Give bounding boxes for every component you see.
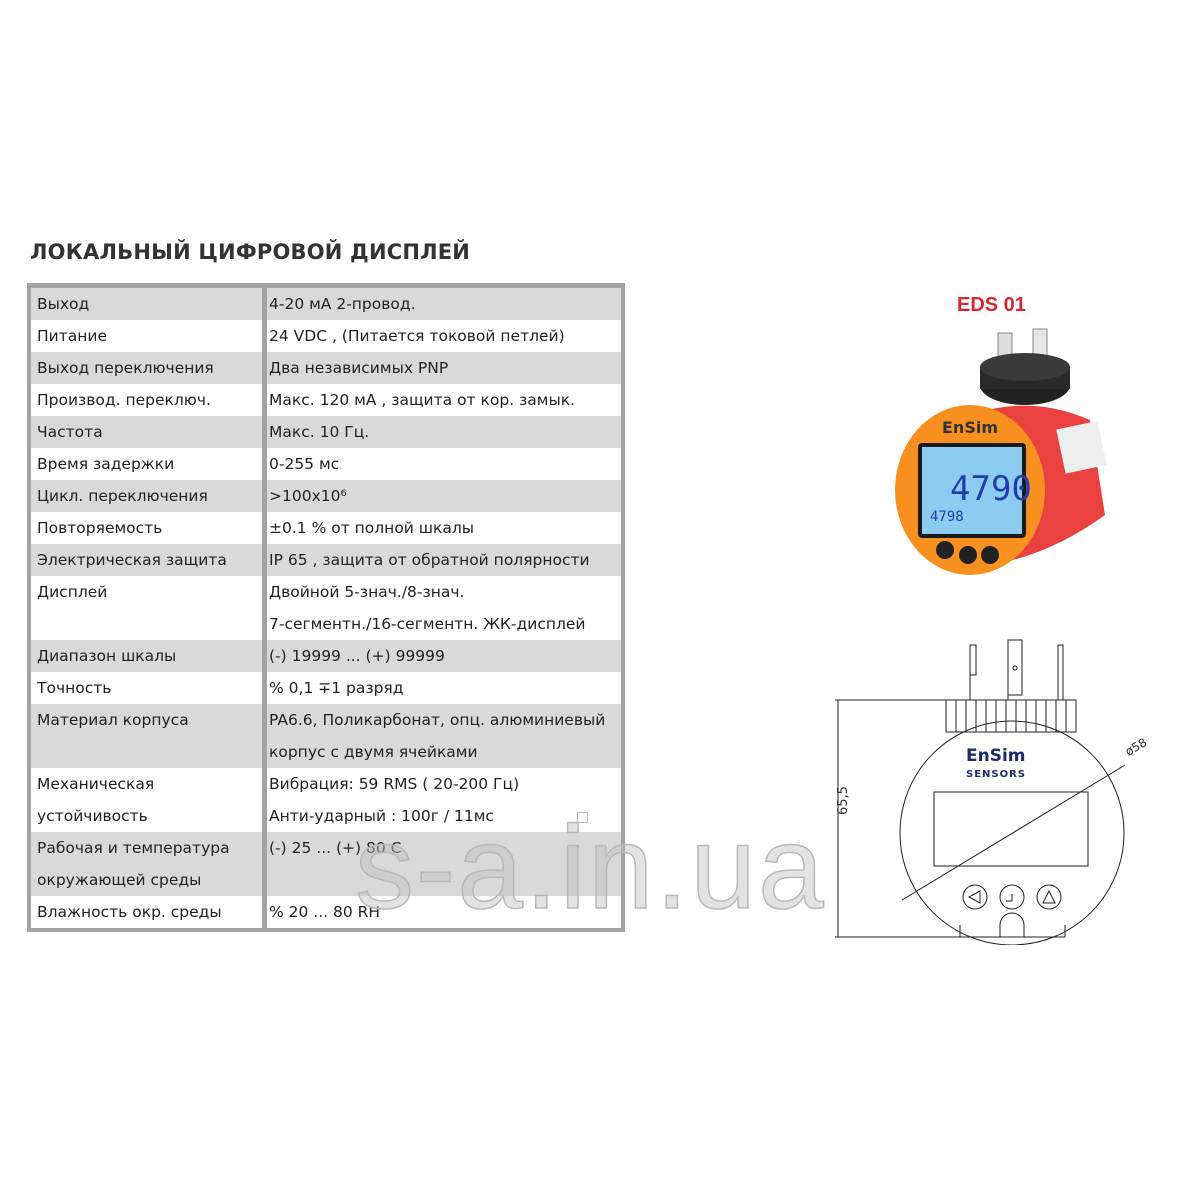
spec-label: Точность	[31, 672, 267, 704]
spec-value-line: 4-20 мА 2-провод.	[269, 295, 416, 313]
checkbox-artifact	[577, 812, 588, 823]
spec-value: Два независимых PNP	[267, 352, 621, 384]
spec-row: Цикл. переключения >100x10⁶	[31, 480, 621, 512]
spec-row: Материал корпуса PA6.6, Поликарбонат, опц…	[31, 704, 621, 768]
spec-label: Цикл. переключения	[31, 480, 267, 512]
spec-value: % 0,1 ∓1 разряд	[267, 672, 621, 704]
product-model-label: EDS 01	[957, 294, 1026, 316]
spec-row: Время задержки 0-255 мс	[31, 448, 621, 480]
spec-row: Дисплей Двойной 5-знач./8-знач. 7-сегментн…	[31, 576, 621, 640]
spec-label: Питание	[31, 320, 267, 352]
spec-table: Выход 4-20 мА 2-провод. Питание 24 VDC , (П…	[27, 283, 625, 932]
spec-label-line: Частота	[37, 423, 103, 441]
height-dimension: 65,5	[836, 786, 851, 815]
product-photo: 4790 4798 EnSim	[895, 328, 1107, 575]
spec-value: 0-255 мс	[267, 448, 621, 480]
spec-label: Производ. переключ.	[31, 384, 267, 416]
spec-value: % 20 ... 80 RH	[267, 896, 621, 928]
spec-label-line: Влажность окр. среды	[37, 903, 222, 921]
spec-value-line: % 20 ... 80 RH	[269, 903, 381, 921]
spec-value: Вибрация: 59 RMS ( 20-200 Гц) Анти-ударны…	[267, 768, 621, 832]
spec-label: Материал корпуса	[31, 704, 267, 768]
diameter-dimension: ø58	[1123, 735, 1150, 758]
spec-value-line: IP 65 , защита от обратной полярности	[269, 551, 590, 569]
spec-value-line: Вибрация: 59 RMS ( 20-200 Гц)	[269, 775, 520, 793]
spec-label: Механическая устойчивость	[31, 768, 267, 832]
spec-label: Выход переключения	[31, 352, 267, 384]
spec-label-line: Цикл. переключения	[37, 487, 208, 505]
spec-value-line: % 0,1 ∓1 разряд	[269, 679, 404, 697]
spec-row: Производ. переключ. Макс. 120 мА , защита…	[31, 384, 621, 416]
spec-value-line: (-) 25 ... (+) 80 C	[269, 839, 402, 857]
spec-value-line: (-) 19999 ... (+) 99999	[269, 647, 445, 665]
technical-drawing: ø58 65,5 EnSim SENSORS	[835, 639, 1150, 945]
spec-value-line: >100x10⁶	[269, 487, 347, 505]
spec-label-line: Материал корпуса	[37, 711, 189, 729]
spec-label: Влажность окр. среды	[31, 896, 267, 928]
spec-row: Диапазон шкалы (-) 19999 ... (+) 99999	[31, 640, 621, 672]
spec-value-line: 24 VDC , (Питается токовой петлей)	[269, 327, 565, 345]
spec-value-line: Макс. 10 Гц.	[269, 423, 370, 441]
spec-row: Повторяемость ±0.1 % от полной шкалы	[31, 512, 621, 544]
lcd-main-value: 4790	[950, 469, 1032, 509]
spec-value: (-) 19999 ... (+) 99999	[267, 640, 621, 672]
spec-value-line: 7-сегментн./16-сегментн. ЖК-дисплей	[269, 615, 586, 633]
page-title: ЛОКАЛЬНЫЙ ЦИФРОВОЙ ДИСПЛЕЙ	[30, 240, 471, 264]
spec-row: Частота Макс. 10 Гц.	[31, 416, 621, 448]
spec-value-line: Макс. 120 мА , защита от кор. замык.	[269, 391, 576, 409]
spec-label: Частота	[31, 416, 267, 448]
spec-label-line: Точность	[37, 679, 112, 697]
spec-value-line: 0-255 мс	[269, 455, 340, 473]
spec-value: Макс. 120 мА , защита от кор. замык.	[267, 384, 621, 416]
spec-value: 4-20 мА 2-провод.	[267, 288, 621, 320]
spec-label: Выход	[31, 288, 267, 320]
spec-label-line: Механическая	[37, 775, 155, 793]
spec-value: Макс. 10 Гц.	[267, 416, 621, 448]
spec-label-line: Дисплей	[37, 583, 108, 601]
spec-value: Двойной 5-знач./8-знач. 7-сегментн./16-се…	[267, 576, 621, 640]
spec-row: Влажность окр. среды % 20 ... 80 RH	[31, 896, 621, 928]
spec-label-line: Диапазон шкалы	[37, 647, 177, 665]
drawing-brand-sub: SENSORS	[966, 769, 1026, 780]
spec-label-line: Электрическая защита	[37, 551, 227, 569]
spec-label-line: Питание	[37, 327, 107, 345]
spec-row: Электрическая защита IP 65 , защита от об…	[31, 544, 621, 576]
spec-label-line: Производ. переключ.	[37, 391, 211, 409]
spec-row: Рабочая и температура окружающей среды (-)…	[31, 832, 621, 896]
spec-label-line: Выход	[37, 295, 90, 313]
spec-label: Дисплей	[31, 576, 267, 640]
spec-value: (-) 25 ... (+) 80 C	[267, 832, 621, 896]
spec-value-line: Двойной 5-знач./8-знач.	[269, 583, 465, 601]
spec-value: ±0.1 % от полной шкалы	[267, 512, 621, 544]
spec-label-line: Рабочая и температура	[37, 839, 230, 857]
spec-label-line: окружающей среды	[37, 871, 202, 889]
spec-value: PA6.6, Поликарбонат, опц. алюминиевый кор…	[267, 704, 621, 768]
spec-value-line: PA6.6, Поликарбонат, опц. алюминиевый	[269, 711, 606, 729]
brand-logo: EnSim	[942, 418, 998, 437]
spec-label-line: Выход переключения	[37, 359, 214, 377]
spec-label: Повторяемость	[31, 512, 267, 544]
spec-label: Диапазон шкалы	[31, 640, 267, 672]
watermark: s-a.in.ua	[354, 801, 826, 935]
spec-label-line: Время задержки	[37, 455, 175, 473]
spec-value-line: ±0.1 % от полной шкалы	[269, 519, 474, 537]
spec-value-line: Анти-ударный : 100г / 11мс	[269, 807, 494, 825]
spec-value: 24 VDC , (Питается токовой петлей)	[267, 320, 621, 352]
spec-label: Время задержки	[31, 448, 267, 480]
spec-row: Точность % 0,1 ∓1 разряд	[31, 672, 621, 704]
spec-row: Выход 4-20 мА 2-провод.	[31, 288, 621, 320]
spec-label: Электрическая защита	[31, 544, 267, 576]
spec-value-line: Два независимых PNP	[269, 359, 449, 377]
drawing-brand-logo: EnSim	[966, 746, 1026, 766]
spec-value: >100x10⁶	[267, 480, 621, 512]
spec-row: Выход переключения Два независимых PNP	[31, 352, 621, 384]
spec-label: Рабочая и температура окружающей среды	[31, 832, 267, 896]
spec-label-line: Повторяемость	[37, 519, 163, 537]
spec-value: IP 65 , защита от обратной полярности	[267, 544, 621, 576]
spec-row: Питание 24 VDC , (Питается токовой петлей…	[31, 320, 621, 352]
lcd-sub-value: 4798	[930, 509, 964, 525]
spec-row: Механическая устойчивость Вибрация: 59 RMS…	[31, 768, 621, 832]
spec-label-line: устойчивость	[37, 807, 148, 825]
spec-value-line: корпус с двумя ячейками	[269, 743, 478, 761]
